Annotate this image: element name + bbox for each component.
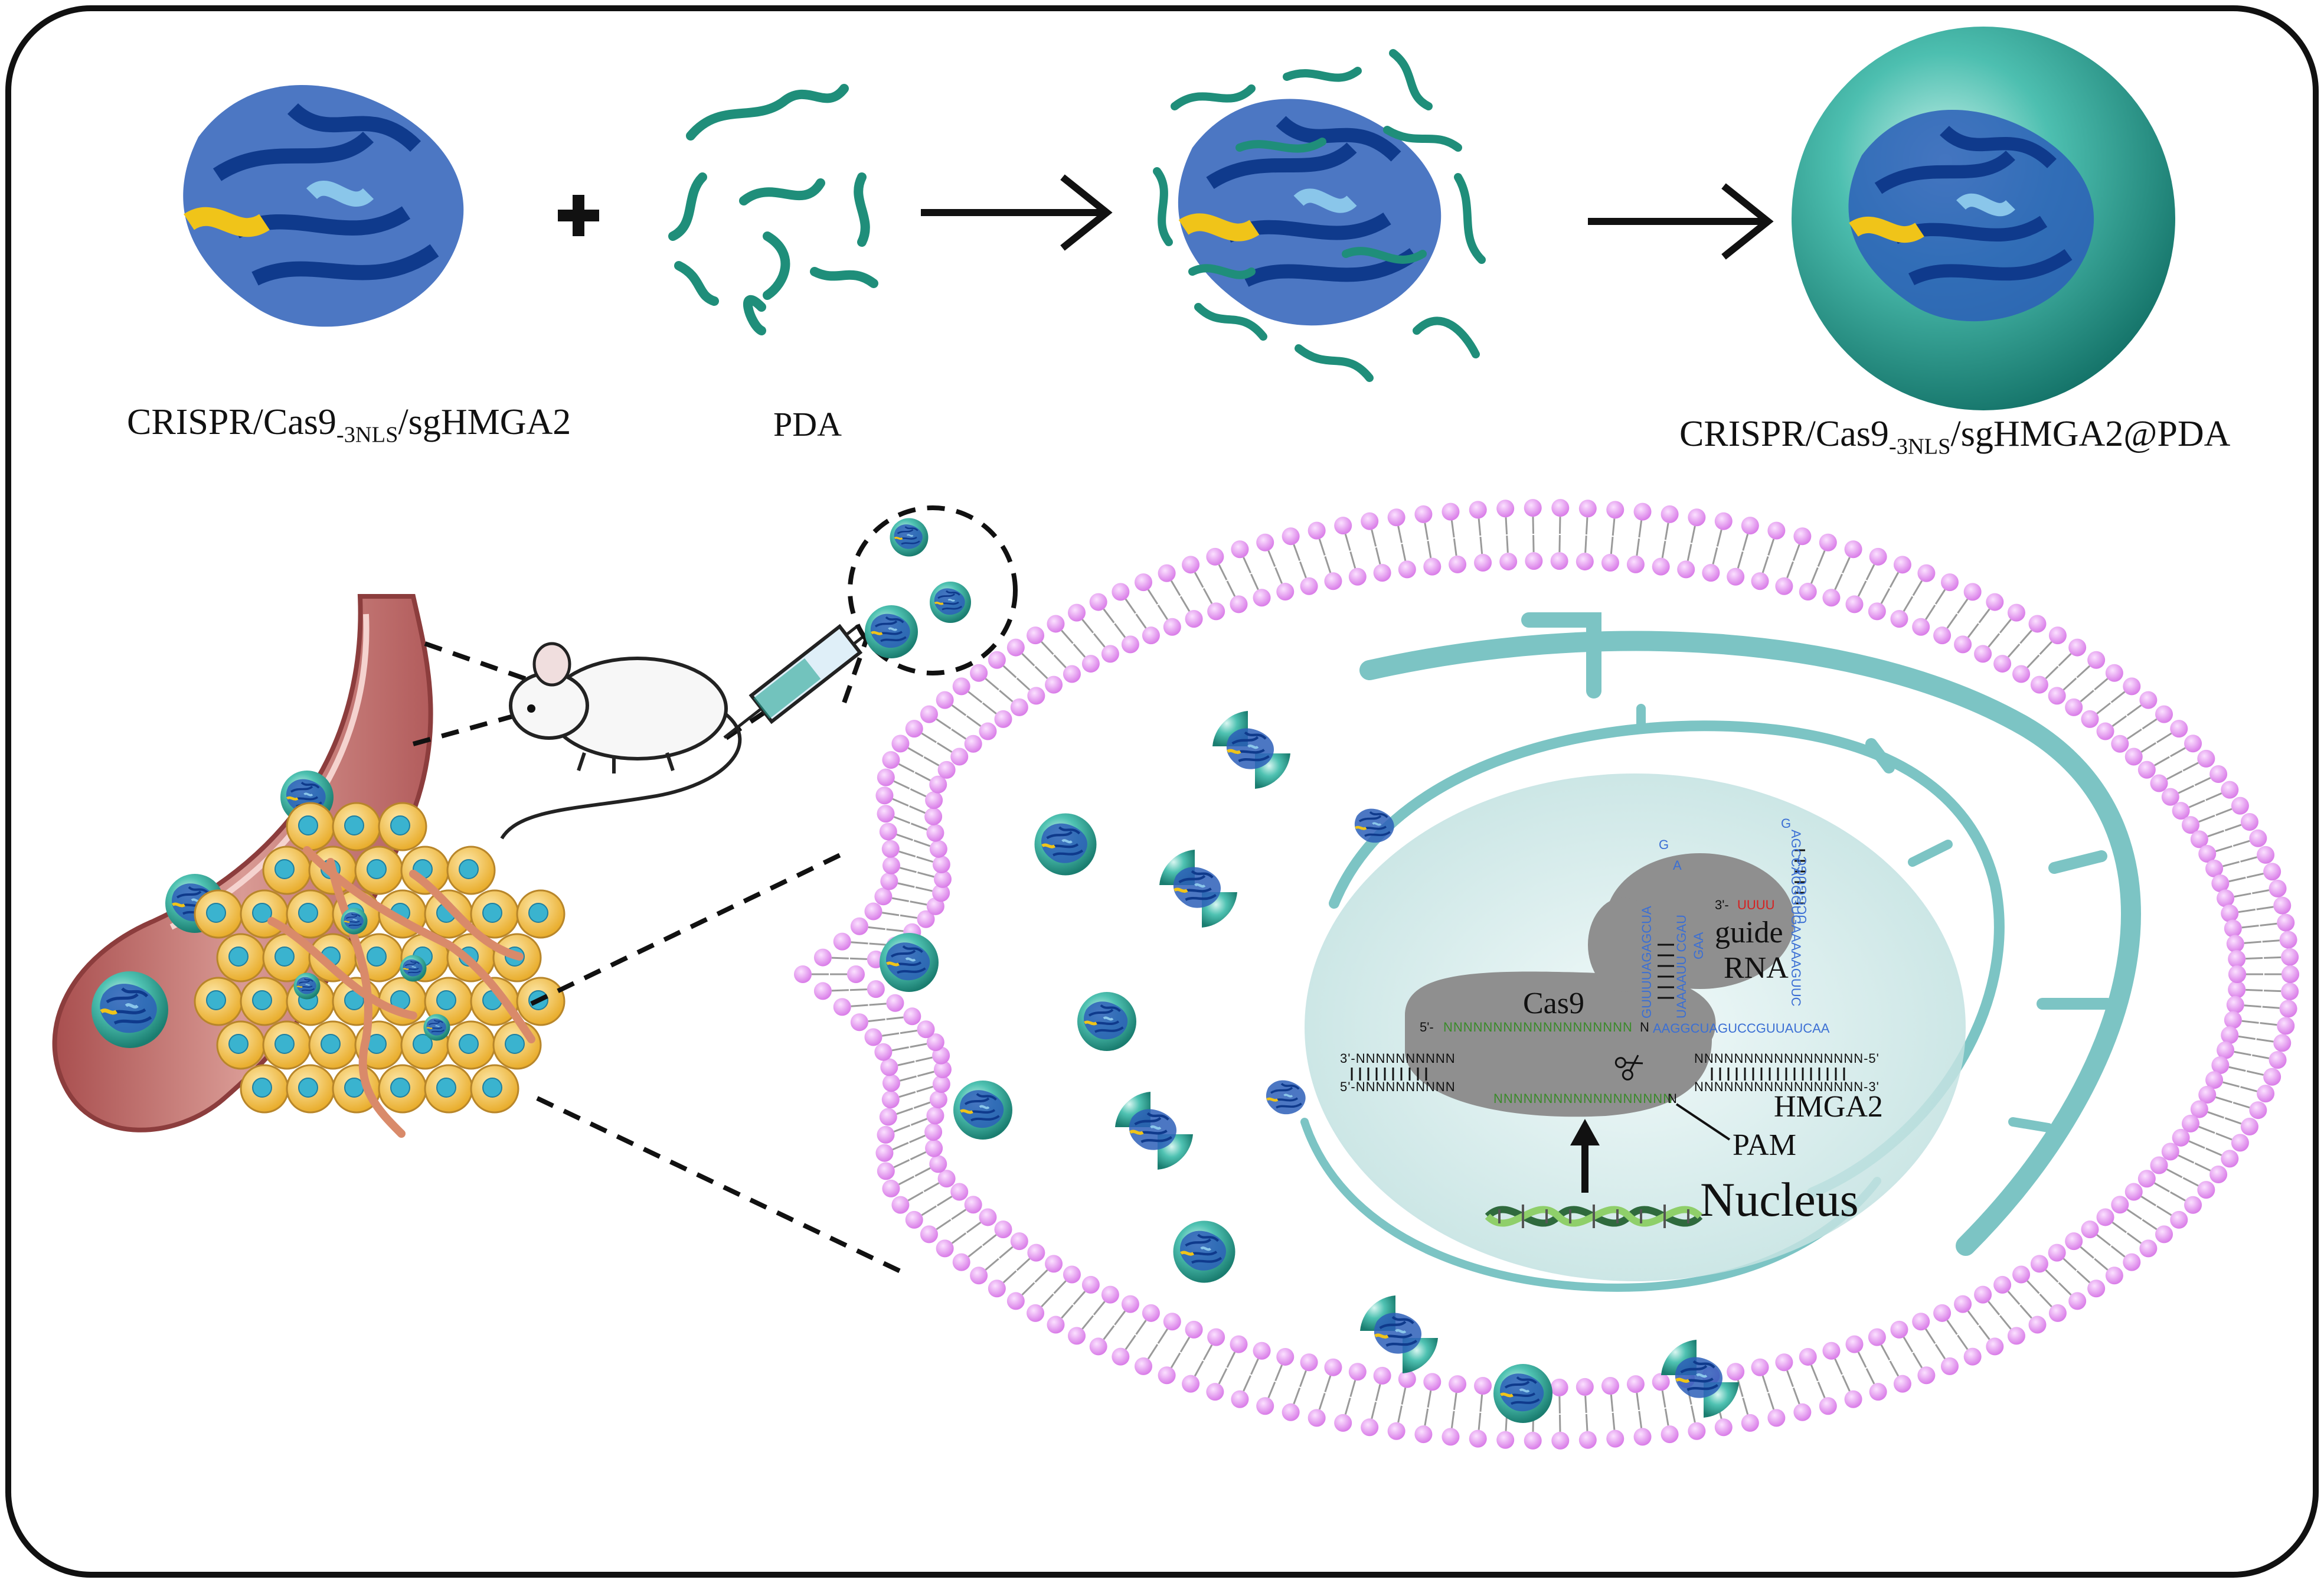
tumor-cell bbox=[378, 1064, 427, 1114]
tumor-cell bbox=[216, 933, 266, 983]
guide-rna-label-line2: RNA bbox=[1724, 951, 1789, 985]
pam-n: N bbox=[1668, 1091, 1677, 1106]
pam-label: PAM bbox=[1733, 1128, 1796, 1162]
mixed-complex bbox=[1153, 49, 1486, 382]
grna-hairpin-a: AGCCACGGUGAAAAAGUUC bbox=[1789, 830, 1803, 1007]
nanoparticle-label: CRISPR/Cas9-3NLS/sgHMGA2@PDA bbox=[1679, 413, 2230, 459]
pda-strand-icon bbox=[668, 84, 878, 335]
tumor-cell bbox=[286, 889, 335, 939]
pam-leader-line bbox=[1675, 1103, 1731, 1141]
cas9-complex-label-main: CRISPR/Cas9 bbox=[127, 402, 336, 442]
target-top-5prime: 5'- bbox=[1420, 1020, 1434, 1034]
tumor-cell bbox=[492, 1020, 542, 1070]
cas9-shape bbox=[1405, 853, 1795, 1117]
tumor-vessel bbox=[409, 870, 524, 961]
grna-end-prefix: 3'- bbox=[1715, 897, 1729, 912]
tumor-cell bbox=[240, 1064, 289, 1114]
tumor-cell bbox=[446, 846, 496, 895]
nanoparticle-label-main: CRISPR/Cas9 bbox=[1679, 414, 1889, 454]
grna-loop-a: A bbox=[1673, 858, 1682, 873]
tumor-cell bbox=[378, 802, 427, 851]
tumor-cell bbox=[286, 802, 335, 851]
tumor-cell bbox=[424, 889, 473, 939]
dna-base-pair-ticks bbox=[1351, 849, 1845, 1081]
nanoparticle-icon bbox=[1792, 27, 2175, 410]
tumor-cell bbox=[194, 977, 243, 1026]
nanoparticle-label-sub: -3NLS bbox=[1888, 434, 1951, 459]
grna-loop-g: G bbox=[1659, 837, 1669, 852]
dna-top-left: 3'-NNNNNNNNNN bbox=[1340, 1051, 1456, 1066]
grna-end-uuuu: UUUU bbox=[1737, 897, 1775, 912]
nucleus-label: Nucleus bbox=[1700, 1173, 1859, 1226]
tumor-cell bbox=[470, 889, 519, 939]
arrow-up-icon bbox=[1570, 1119, 1600, 1193]
pda-label: PDA bbox=[773, 405, 842, 443]
target-top-end: N bbox=[1640, 1020, 1649, 1034]
plus-icon bbox=[558, 195, 599, 236]
tumor-cell bbox=[446, 1020, 496, 1070]
target-top-seq: NNNNNNNNNNNNNNNNNNN bbox=[1443, 1020, 1633, 1034]
tumor-vessel bbox=[303, 846, 535, 1043]
hmga2-label: HMGA2 bbox=[1774, 1090, 1883, 1124]
dna-bottom-left: 5'-NNNNNNNNNN bbox=[1340, 1079, 1456, 1094]
nanoparticle-in-tumor bbox=[424, 1014, 450, 1041]
tumor-cell bbox=[194, 889, 243, 939]
grna-tail: AAGGCUAGUCCGUUAUCAA bbox=[1653, 1021, 1830, 1036]
cas9-label: Cas9 bbox=[1523, 987, 1584, 1020]
guide-rna-label-line1: guide bbox=[1715, 916, 1783, 949]
dna-top-right: NNNNNNNNNNNNNNNNN-5' bbox=[1694, 1051, 1880, 1066]
tumor-cell bbox=[378, 977, 427, 1026]
arrow-right-icon bbox=[921, 174, 1113, 251]
tumor-cell bbox=[516, 889, 566, 939]
dna-helix-icon bbox=[1485, 1205, 1703, 1228]
cas9-complex-label: CRISPR/Cas9-3NLS/sgHMGA2 bbox=[127, 402, 571, 448]
dna-bottom-seq: NNNNNNNNNNNNNNNNNN bbox=[1493, 1091, 1673, 1106]
mouse-icon bbox=[500, 642, 742, 840]
cas9-complex-label-rest: /sgHMGA2 bbox=[398, 402, 571, 442]
nanoparticle-in-tumor bbox=[400, 955, 427, 982]
nanoparticle-in-tumor bbox=[294, 973, 321, 1000]
tumor-cell bbox=[216, 1020, 266, 1070]
grna-loop-gaa: GAA bbox=[1691, 932, 1706, 959]
zoom-circle bbox=[848, 505, 1018, 675]
tumor-cell bbox=[354, 846, 404, 895]
tumor-vessel bbox=[267, 917, 417, 1020]
cas9-complex-label-sub: -3NLS bbox=[336, 422, 398, 448]
tumor-cell bbox=[286, 1064, 335, 1114]
nanoparticle-label-rest: /sgHMGA2@PDA bbox=[1950, 414, 2231, 454]
tumor-cell bbox=[470, 1064, 519, 1114]
arrow-right-icon bbox=[1588, 183, 1774, 260]
grna-stem-right: UAAAAUU CGAU bbox=[1674, 915, 1689, 1019]
tumor-cell bbox=[240, 977, 289, 1026]
tumor-cell bbox=[424, 1064, 473, 1114]
tumor-vessel bbox=[326, 858, 406, 1138]
dna-bottom-right: NNNNNNNNNNNNNNNNN-3' bbox=[1694, 1079, 1880, 1094]
grna-hairpin-b: UCGGUGC bbox=[1795, 856, 1809, 924]
tumor-cell bbox=[262, 1020, 312, 1070]
nanoparticle-in-tumor bbox=[341, 908, 368, 935]
grna-stem-left: GUUUUAGAGCUA bbox=[1639, 906, 1654, 1019]
grna-hairpin-g: G bbox=[1781, 816, 1791, 831]
tumor-cell bbox=[332, 802, 381, 851]
tumor-cell bbox=[308, 1020, 358, 1070]
scissors-icon bbox=[1614, 1055, 1643, 1081]
tumor-cells-icon bbox=[194, 802, 566, 1138]
tumor-cell bbox=[262, 846, 312, 895]
